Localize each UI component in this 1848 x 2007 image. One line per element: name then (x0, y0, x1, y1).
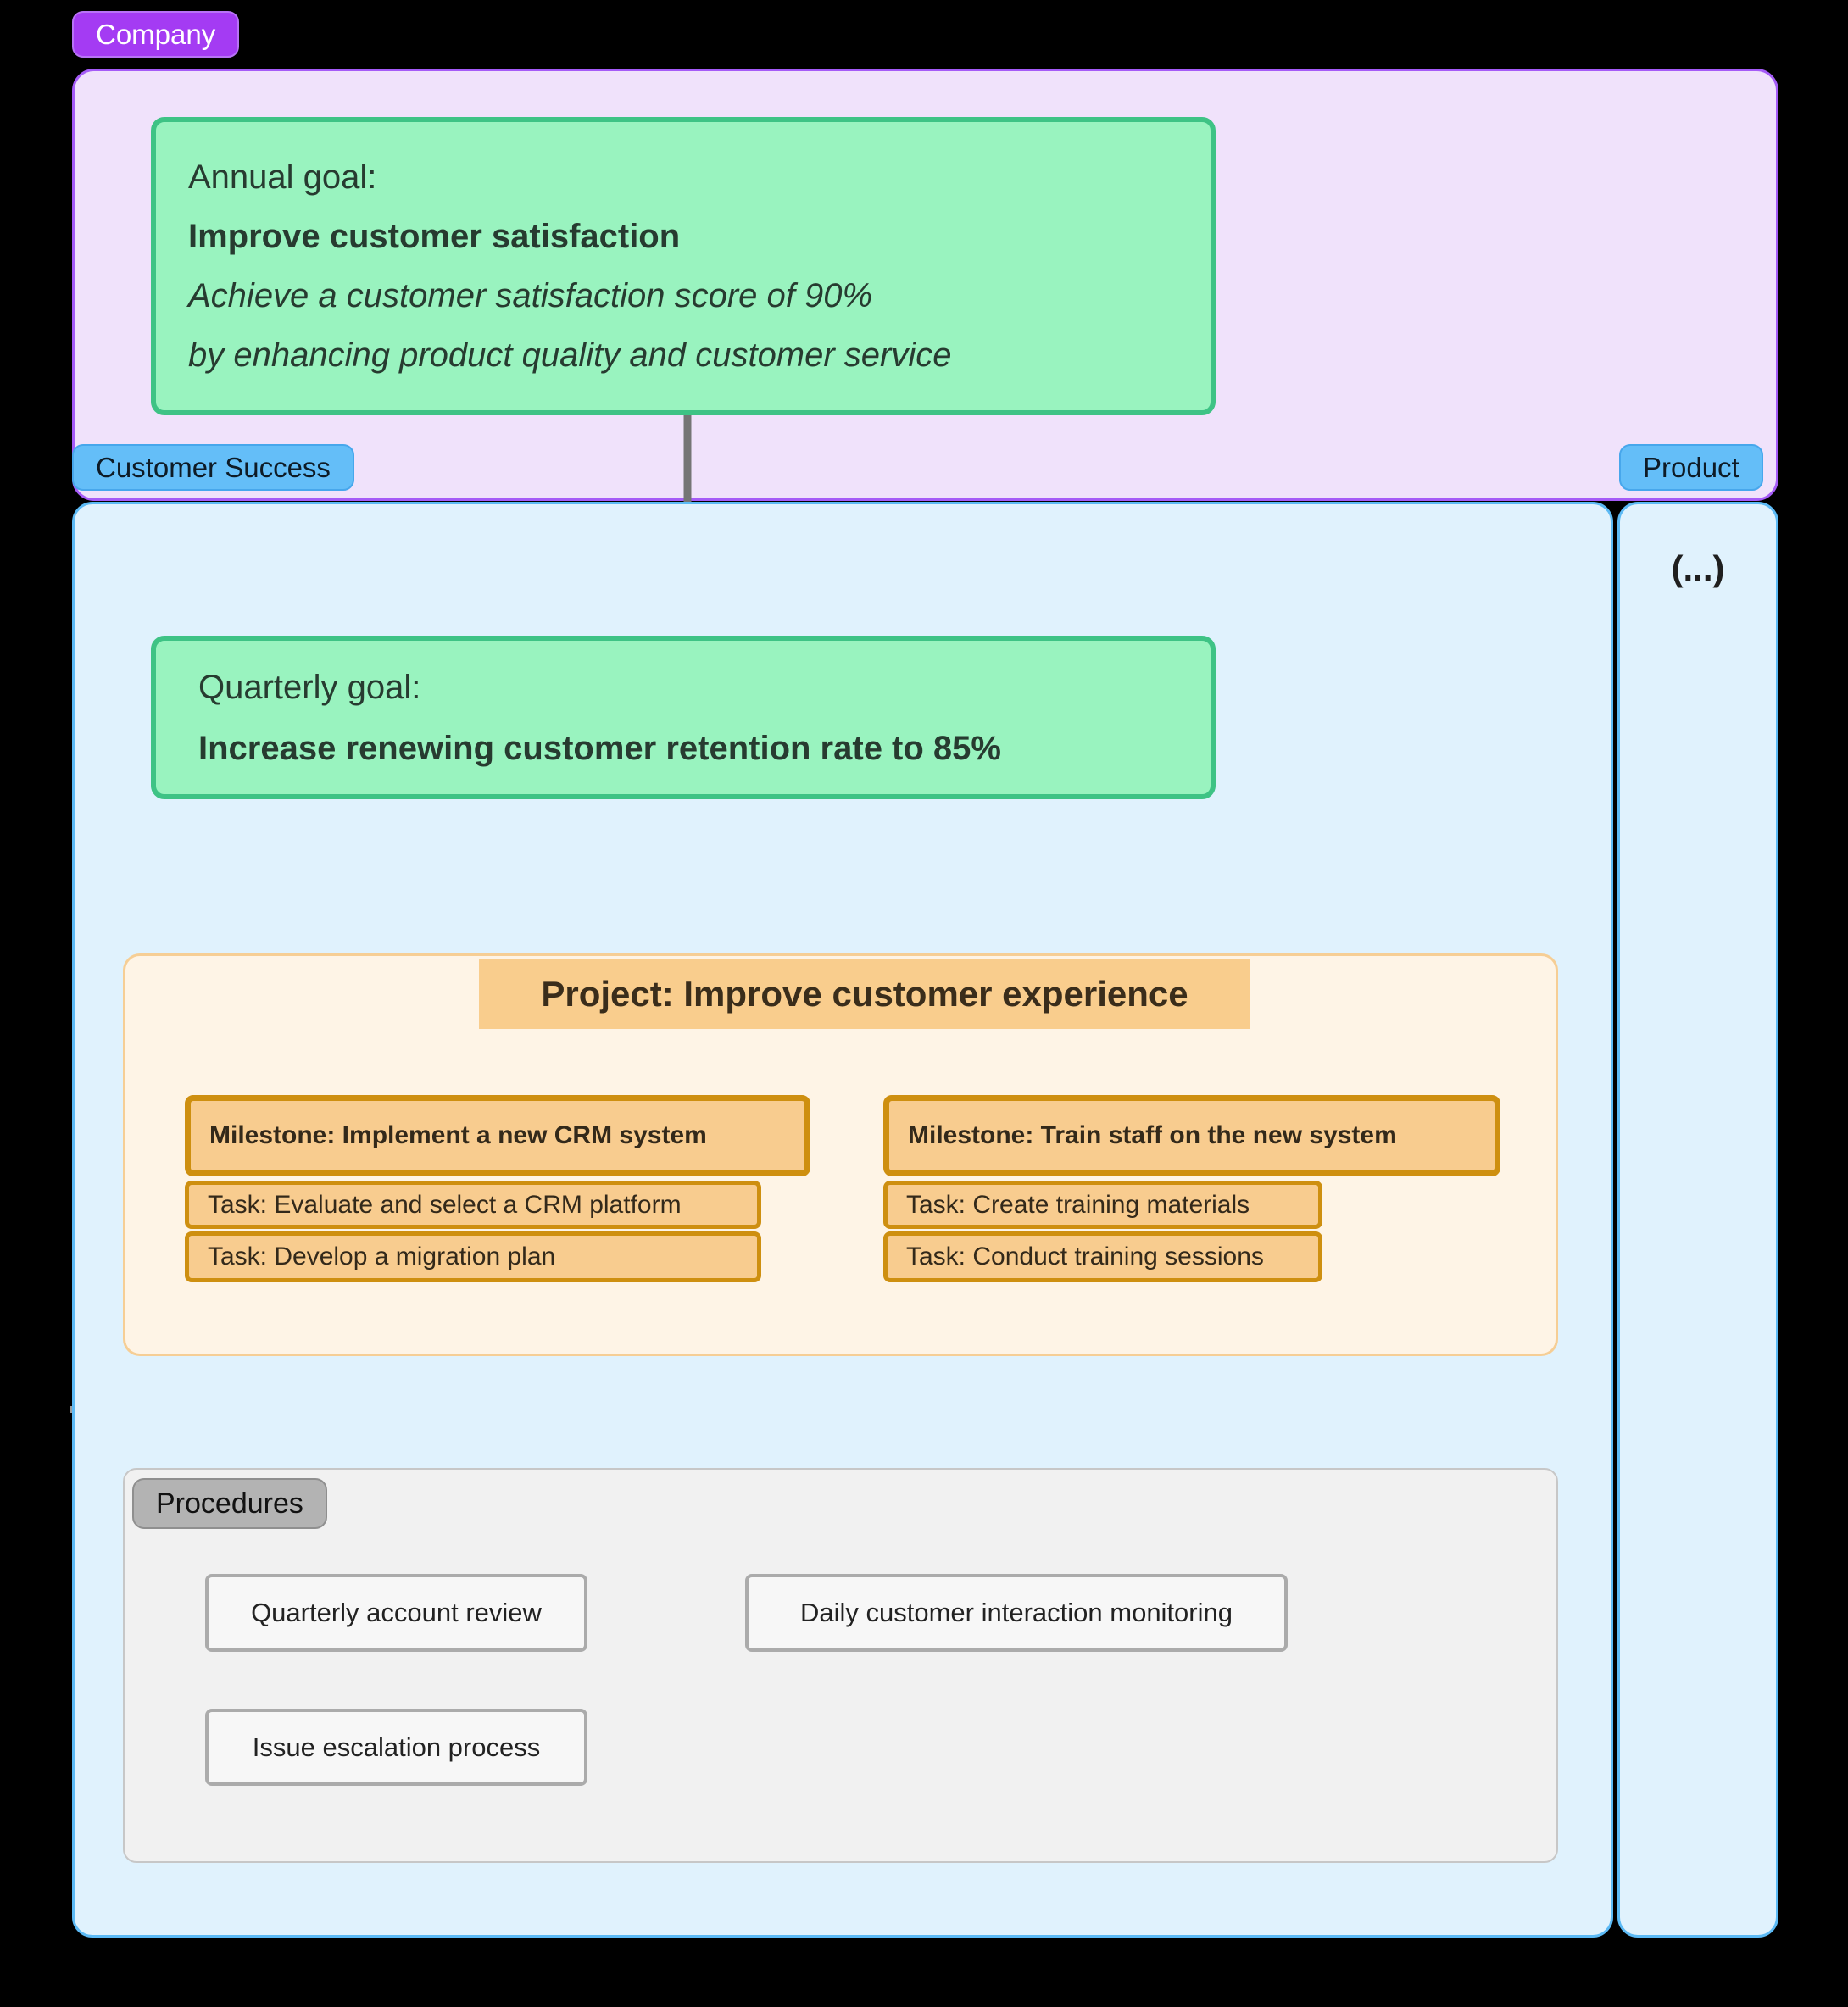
customer-success-badge[interactable]: Customer Success (72, 444, 354, 491)
procedures-badge[interactable]: Procedures (132, 1478, 327, 1529)
quarterly-goal-title: Increase renewing customer retention rat… (198, 729, 1001, 767)
task-label: Task: Develop a migration plan (208, 1243, 556, 1270)
procedure-box[interactable]: Daily customer interaction monitoring (745, 1574, 1288, 1652)
task-box[interactable]: Task: Develop a migration plan (185, 1231, 761, 1282)
milestone-label: Milestone: Train staff on the new system (908, 1121, 1397, 1149)
quarterly-goal-box[interactable]: Quarterly goal: Increase renewing custom… (151, 636, 1216, 799)
product-panel[interactable]: (...) (1617, 502, 1778, 1938)
company-badge-label: Company (96, 18, 216, 50)
procedure-box[interactable]: Quarterly account review (205, 1574, 587, 1652)
project-title-label: Project: Improve customer experience (541, 974, 1188, 1014)
project-title-bar[interactable]: Project: Improve customer experience (479, 959, 1250, 1029)
annual-goal-title: Improve customer satisfaction (188, 218, 681, 255)
task-box[interactable]: Task: Conduct training sessions (883, 1231, 1322, 1282)
product-badge[interactable]: Product (1619, 444, 1763, 491)
procedure-label: Quarterly account review (251, 1598, 542, 1627)
milestone-label: Milestone: Implement a new CRM system (209, 1121, 707, 1149)
task-label: Task: Create training materials (906, 1190, 1250, 1219)
procedures-badge-label: Procedures (156, 1487, 303, 1520)
annual-goal-box[interactable]: Annual goal: Improve customer satisfacti… (151, 117, 1216, 415)
task-label: Task: Evaluate and select a CRM platform (208, 1190, 682, 1219)
company-badge[interactable]: Company (72, 11, 240, 58)
task-label: Task: Conduct training sessions (906, 1243, 1264, 1270)
milestone-box[interactable]: Milestone: Implement a new CRM system (185, 1095, 810, 1176)
task-box[interactable]: Task: Create training materials (883, 1181, 1322, 1229)
procedure-box[interactable]: Issue escalation process (205, 1709, 587, 1786)
procedure-label: Daily customer interaction monitoring (800, 1598, 1233, 1627)
product-badge-label: Product (1643, 451, 1739, 483)
milestone-box[interactable]: Milestone: Train staff on the new system (883, 1095, 1500, 1176)
procedure-label: Issue escalation process (252, 1732, 541, 1762)
annual-goal-desc-line2: by enhancing product quality and custome… (188, 336, 952, 374)
customer-success-badge-label: Customer Success (96, 451, 331, 483)
task-box[interactable]: Task: Evaluate and select a CRM platform (185, 1181, 761, 1229)
quarterly-goal-label: Quarterly goal: (198, 668, 421, 706)
product-panel-placeholder: (...) (1671, 548, 1725, 588)
annual-goal-desc-line1: Achieve a customer satisfaction score of… (188, 277, 873, 314)
procedures-container[interactable] (123, 1468, 1558, 1863)
annual-goal-label: Annual goal: (188, 158, 377, 196)
